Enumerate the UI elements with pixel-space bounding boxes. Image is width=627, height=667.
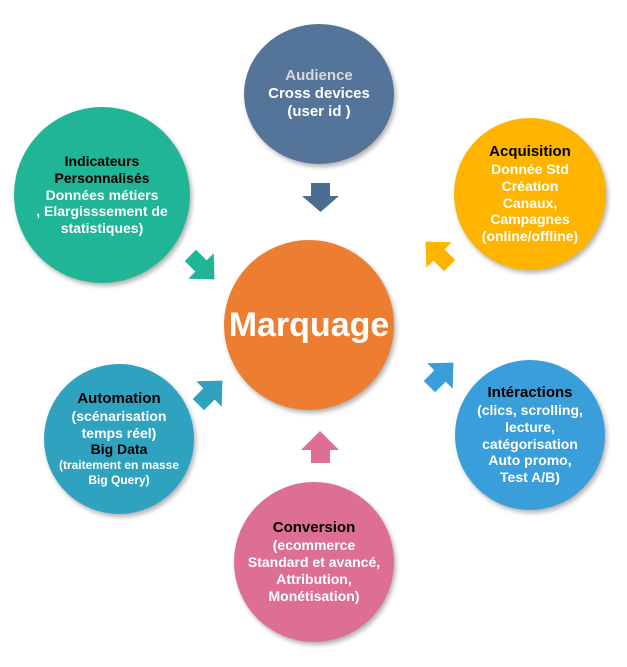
- center-label: Marquage: [228, 305, 390, 344]
- node-interactions-title: Intéractions: [487, 384, 573, 401]
- node-acquisition-line: Canaux,: [502, 194, 558, 211]
- node-indicateurs-line: , Elargisssement de: [36, 203, 168, 220]
- node-automation-line: Big Data: [90, 441, 148, 458]
- node-indicateurs-title: Indicateurs: [64, 153, 140, 169]
- node-automation-line: Big Query): [88, 473, 150, 488]
- node-acquisition-line: Création: [501, 177, 559, 194]
- node-indicateurs-line: Personnalisés: [54, 169, 150, 186]
- node-acquisition-line: Campagnes: [490, 211, 570, 228]
- arrow-acquisition: [425, 241, 456, 272]
- node-interactions-line: Test A/B): [500, 469, 560, 486]
- center-node: Marquage: [224, 240, 394, 410]
- node-indicateurs: Indicateurs Personnalisés Données métier…: [14, 107, 190, 283]
- node-conversion-line: Monétisation): [268, 587, 360, 604]
- arrow-indicateurs: [184, 249, 215, 280]
- node-audience: Audience Cross devices (user id ): [244, 24, 394, 164]
- arrow-conversion: [301, 431, 339, 463]
- arrow-audience: [302, 183, 339, 212]
- node-acquisition-line: (online/offline): [481, 228, 579, 245]
- node-acquisition: Acquisition Donnée Std Création Canaux, …: [454, 118, 606, 270]
- node-audience-line: (user id ): [287, 103, 351, 120]
- node-conversion-line: Standard et avancé,: [247, 554, 381, 571]
- node-conversion: Conversion (ecommerce Standard et avancé…: [234, 482, 394, 642]
- node-conversion-line: Attribution,: [276, 571, 352, 587]
- node-acquisition-line: Donnée Std: [491, 161, 569, 177]
- node-indicateurs-line: Données métiers: [45, 186, 159, 203]
- node-interactions-line: (clics, scrolling,: [477, 402, 583, 418]
- arrow-automation: [192, 380, 223, 411]
- node-automation: Automation (scénarisation temps réel) Bi…: [44, 364, 194, 514]
- node-audience-line: Cross devices: [268, 85, 370, 102]
- node-conversion-title: Conversion: [272, 519, 356, 537]
- node-interactions: Intéractions (clics, scrolling, lecture,…: [455, 360, 605, 510]
- node-audience-title: Audience: [285, 67, 353, 84]
- node-indicateurs-line: statistiques): [60, 220, 144, 237]
- node-automation-line: (scénarisation: [71, 407, 167, 424]
- node-automation-line: temps réel): [81, 424, 157, 441]
- node-interactions-line: lecture,: [505, 418, 555, 435]
- node-interactions-line: catégorisation: [482, 435, 578, 452]
- node-acquisition-title: Acquisition: [489, 143, 571, 160]
- node-automation-title: Automation: [77, 389, 161, 407]
- arrow-interactions: [423, 362, 454, 393]
- node-interactions-line: Auto promo,: [488, 452, 572, 469]
- node-automation-line: (traitement en masse: [58, 458, 180, 473]
- node-conversion-line: (ecommerce: [272, 537, 356, 554]
